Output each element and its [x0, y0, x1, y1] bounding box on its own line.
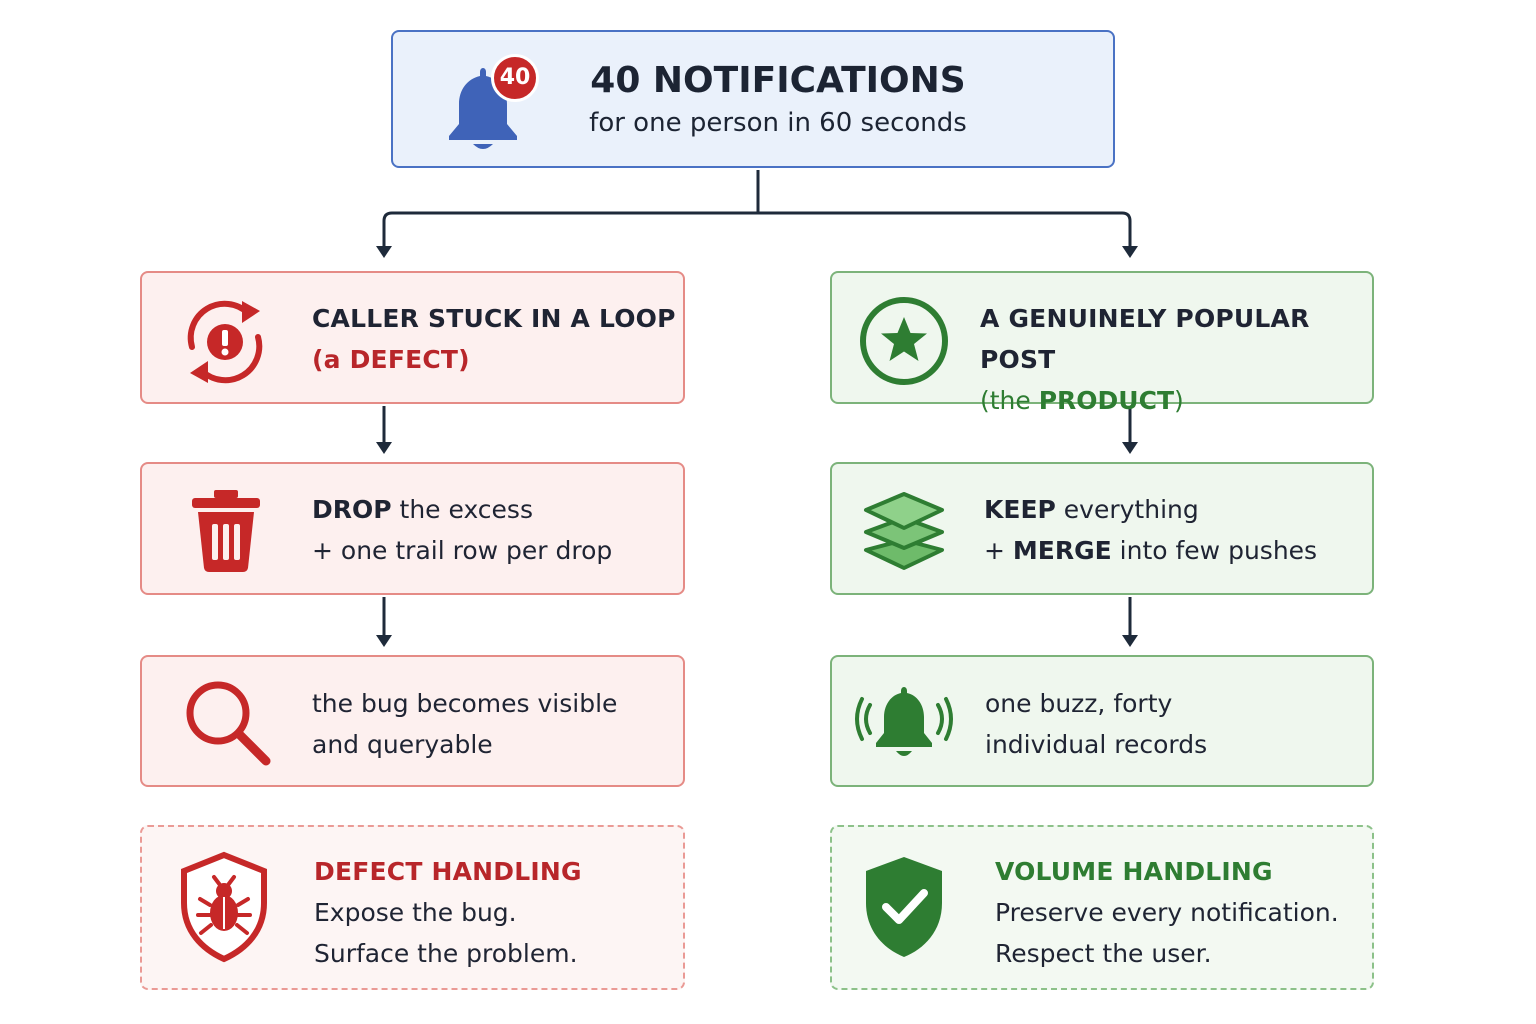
arrowhead-icon	[376, 246, 392, 258]
right-action-prefix: +	[984, 536, 1013, 565]
right-cause-title: A GENUINELY POPULAR POST	[980, 304, 1310, 374]
right-cause-keyword: PRODUCT	[1038, 386, 1175, 415]
split-connector-right	[758, 211, 1132, 248]
right-action-detail: into few pushes	[1111, 536, 1318, 565]
arrowhead-icon	[376, 442, 392, 454]
right-result-line2: individual records	[985, 730, 1208, 759]
loop-alert-icon	[187, 300, 263, 384]
right-summary-title: VOLUME HANDLING	[995, 857, 1273, 886]
left-action-box: DROP the excess + one trail row per drop	[140, 462, 685, 595]
right-summary-line1: Preserve every notification.	[995, 898, 1339, 927]
left-result-line2: and queryable	[312, 730, 493, 759]
left-summary-line2: Surface the problem.	[314, 939, 578, 968]
left-cause-box: CALLER STUCK IN A LOOP (a DEFECT)	[140, 271, 685, 404]
arrowhead-icon	[1122, 635, 1138, 647]
ringing-bell-icon	[855, 687, 953, 756]
trash-icon	[192, 490, 260, 572]
left-action-rest: the excess	[391, 495, 533, 524]
right-result-line1: one buzz, forty	[985, 689, 1173, 718]
left-summary-line1: Expose the bug.	[314, 898, 517, 927]
arrowhead-icon	[1122, 246, 1138, 258]
star-icon	[860, 297, 948, 385]
bug-shield-icon	[181, 851, 267, 963]
left-result-box: the bug becomes visible and queryable	[140, 655, 685, 787]
right-cause-suffix: )	[1174, 386, 1184, 415]
right-action-box: KEEP everything + MERGE into few pushes	[830, 462, 1374, 595]
left-summary-title: DEFECT HANDLING	[314, 857, 582, 886]
left-action-keyword: DROP	[312, 495, 392, 524]
left-cause-title: CALLER STUCK IN A LOOP	[312, 304, 676, 333]
right-action-merge: MERGE	[1012, 536, 1112, 565]
left-action-detail: + one trail row per drop	[312, 536, 613, 565]
left-cause-subtitle: (a DEFECT)	[312, 345, 470, 374]
left-result-line1: the bug becomes visible	[312, 689, 618, 718]
right-cause-box: A GENUINELY POPULAR POST (the PRODUCT)	[830, 271, 1374, 415]
right-cause-prefix: (the	[980, 386, 1039, 415]
right-action-keyword: KEEP	[984, 495, 1056, 524]
arrowhead-icon	[1122, 442, 1138, 454]
right-action-rest: everything	[1055, 495, 1199, 524]
right-summary-line2: Respect the user.	[995, 939, 1212, 968]
header-subtitle: for one person in 60 seconds	[589, 108, 967, 138]
check-shield-icon	[866, 857, 942, 957]
split-connector	[382, 170, 760, 248]
layers-icon	[864, 492, 944, 570]
notification-badge: 40	[491, 54, 539, 102]
magnifier-icon	[186, 681, 271, 766]
right-summary-box: VOLUME HANDLING Preserve every notificat…	[830, 825, 1374, 990]
left-summary-box: DEFECT HANDLING Expose the bug. Surface …	[140, 825, 685, 990]
header-title: 40 NOTIFICATIONS	[590, 60, 966, 101]
right-result-box: one buzz, forty individual records	[830, 655, 1374, 787]
arrowhead-icon	[376, 635, 392, 647]
notification-count-box: 40 40 NOTIFICATIONS for one person in 60…	[391, 30, 1115, 168]
